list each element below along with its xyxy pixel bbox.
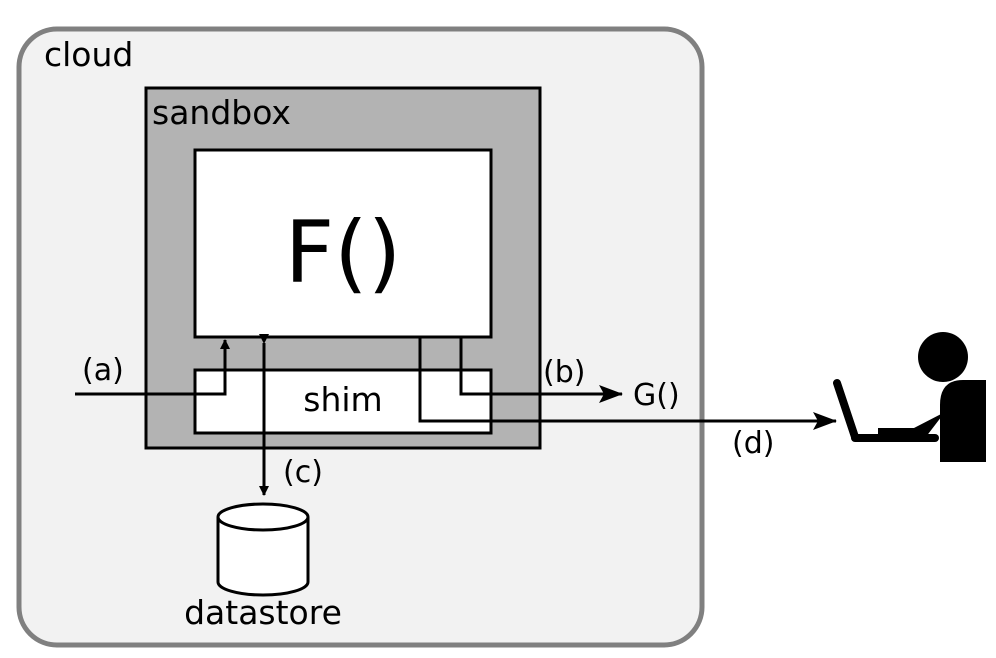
function-box xyxy=(193,148,493,339)
shim-label: shim xyxy=(303,380,382,419)
sandbox-label: sandbox xyxy=(152,93,291,132)
arrow-d xyxy=(418,337,837,430)
user-icon xyxy=(833,332,986,462)
arrow-b xyxy=(459,337,623,403)
label-d: (d) xyxy=(732,426,774,461)
label-c: (c) xyxy=(283,455,323,490)
cloud-label: cloud xyxy=(44,35,133,74)
arrow-a xyxy=(75,339,230,396)
function-label: F() xyxy=(285,203,402,303)
label-a: (a) xyxy=(82,353,124,388)
label-b: (b) xyxy=(543,355,585,390)
datastore-icon xyxy=(216,502,310,597)
external-function-label: G() xyxy=(633,378,680,413)
datastore-label: datastore xyxy=(184,593,342,632)
